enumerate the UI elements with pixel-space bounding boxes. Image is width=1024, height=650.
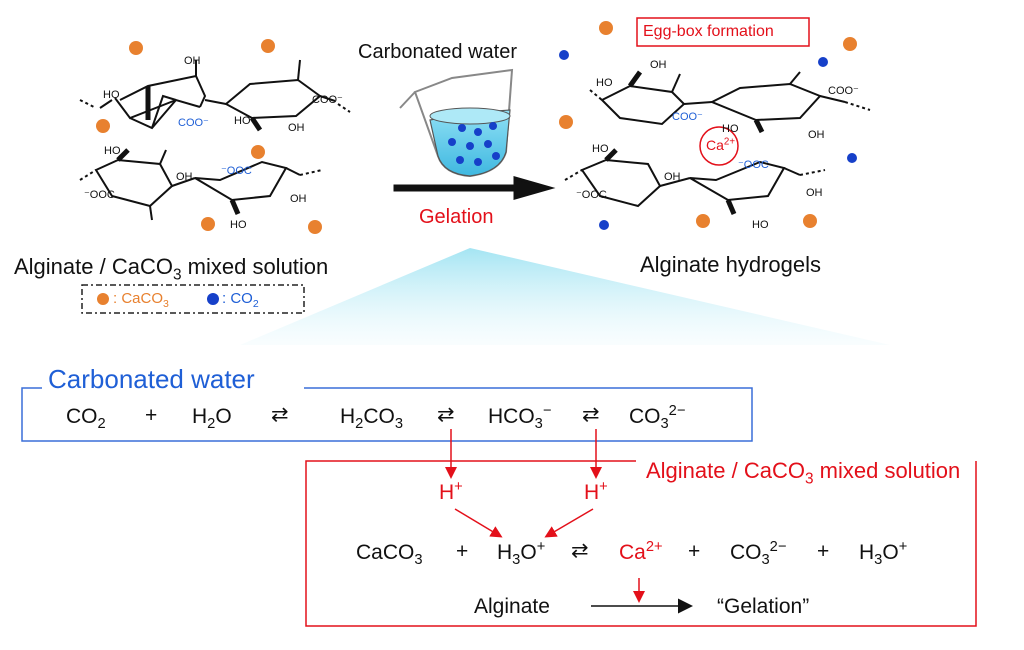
carbonated-water-label: Carbonated water bbox=[358, 41, 517, 63]
carbonated-box-frame bbox=[21, 387, 753, 442]
eq2-ca: Ca2+ bbox=[619, 539, 663, 564]
mol-r-oh-3: OH bbox=[664, 171, 681, 183]
mol-oh-4: OH bbox=[290, 193, 307, 205]
ca-ion-label: Ca2+ bbox=[706, 136, 736, 153]
eq2-h3o: H3O+ bbox=[497, 539, 546, 569]
mixed-box-frame bbox=[305, 460, 977, 627]
eq2-h3o-2: H3O+ bbox=[859, 539, 908, 569]
mol-oh-2: OH bbox=[288, 122, 305, 134]
mol-r-coo-minus: COO⁻ bbox=[672, 111, 703, 123]
egg-box-frame bbox=[636, 17, 810, 47]
legend-co2: : CO2 bbox=[222, 290, 259, 310]
caco3-particles-left bbox=[96, 39, 322, 234]
mol-coo-minus: COO⁻ bbox=[178, 117, 209, 129]
mol-r-ooc-minus: ⁻OOC bbox=[738, 159, 769, 171]
co2-particles-right bbox=[559, 50, 857, 230]
mol-ho-3: HO bbox=[104, 145, 121, 157]
beaker-icon bbox=[399, 68, 514, 178]
eq2-plus-3: + bbox=[817, 540, 830, 563]
mixed-box-title: Alginate / CaCO3 mixed solution bbox=[646, 458, 961, 488]
eq-h2o: H2O bbox=[192, 405, 232, 433]
eq-arrow-3: ⇄ bbox=[582, 403, 600, 426]
mol-ooc-minus: ⁻OOC bbox=[221, 165, 252, 177]
h-plus-left: H+ bbox=[439, 479, 463, 504]
eq2-caco3: CaCO3 bbox=[356, 541, 423, 569]
alginate-chain-right-top bbox=[589, 70, 871, 134]
mol-r-ho-4: HO bbox=[752, 219, 769, 231]
mol-ho-4: HO bbox=[230, 219, 247, 231]
mol-r-oh: OH bbox=[650, 59, 667, 71]
caco3-particles-right bbox=[559, 21, 857, 228]
alginate-chain-right-bottom bbox=[564, 148, 826, 215]
gelation-label: Gelation bbox=[419, 206, 494, 228]
eq-h2co3: H2CO3 bbox=[340, 405, 404, 433]
mol-ooc-minus-2: ⁻OOC bbox=[84, 189, 115, 201]
eq-hco3: HCO3− bbox=[488, 403, 552, 433]
alginate-chain-left-bottom bbox=[79, 148, 323, 221]
eq-arrow-1: ⇄ bbox=[271, 403, 289, 426]
mol-oh: OH bbox=[184, 55, 201, 67]
legend-frame bbox=[81, 284, 305, 314]
eq2-arrow: ⇄ bbox=[571, 539, 589, 562]
mol-r-oh-2: OH bbox=[808, 129, 825, 141]
egg-box-label: Egg-box formation bbox=[643, 23, 774, 40]
eq-arrow-2: ⇄ bbox=[437, 403, 455, 426]
ca-ion-circle bbox=[699, 126, 739, 166]
mol-ho: HO bbox=[103, 89, 120, 101]
alginate-chain-left-top bbox=[79, 59, 351, 132]
gelation-arrow bbox=[393, 176, 556, 200]
carbonated-box-title: Carbonated water bbox=[48, 364, 255, 394]
mol-r-ho-3: HO bbox=[592, 143, 609, 155]
eq-plus-1: + bbox=[145, 404, 158, 427]
mol-r-ho-2: HO bbox=[722, 123, 739, 135]
eq-co2: CO2 bbox=[66, 405, 106, 433]
mol-ho-2: HO bbox=[234, 115, 251, 127]
zoom-cone bbox=[240, 248, 890, 345]
mol-r-ho: HO bbox=[596, 77, 613, 89]
left-caption: Alginate / CaCO3 mixed solution bbox=[14, 254, 329, 284]
h-plus-right: H+ bbox=[584, 479, 608, 504]
mol-r-oh-4: OH bbox=[806, 187, 823, 199]
mol-coo-minus-2: COO⁻ bbox=[312, 94, 343, 106]
arrow-h-plus-to-h3o-left bbox=[454, 508, 503, 538]
alginate-label: Alginate bbox=[474, 595, 550, 618]
eq2-plus-2: + bbox=[688, 540, 701, 563]
mol-r-ooc-minus-2: ⁻OOC bbox=[576, 189, 607, 201]
mol-oh-3: OH bbox=[176, 171, 193, 183]
mol-r-coo-minus-2: COO⁻ bbox=[828, 85, 859, 97]
eq2-plus-1: + bbox=[456, 540, 469, 563]
right-caption: Alginate hydrogels bbox=[640, 252, 822, 277]
legend-caco3: : CaCO3 bbox=[113, 290, 169, 310]
eq2-co3: CO32− bbox=[730, 539, 787, 569]
eq-co3: CO32− bbox=[629, 403, 686, 433]
arrow-h-plus-to-h3o-right bbox=[544, 508, 594, 538]
gelation-result-label: “Gelation” bbox=[717, 595, 810, 618]
